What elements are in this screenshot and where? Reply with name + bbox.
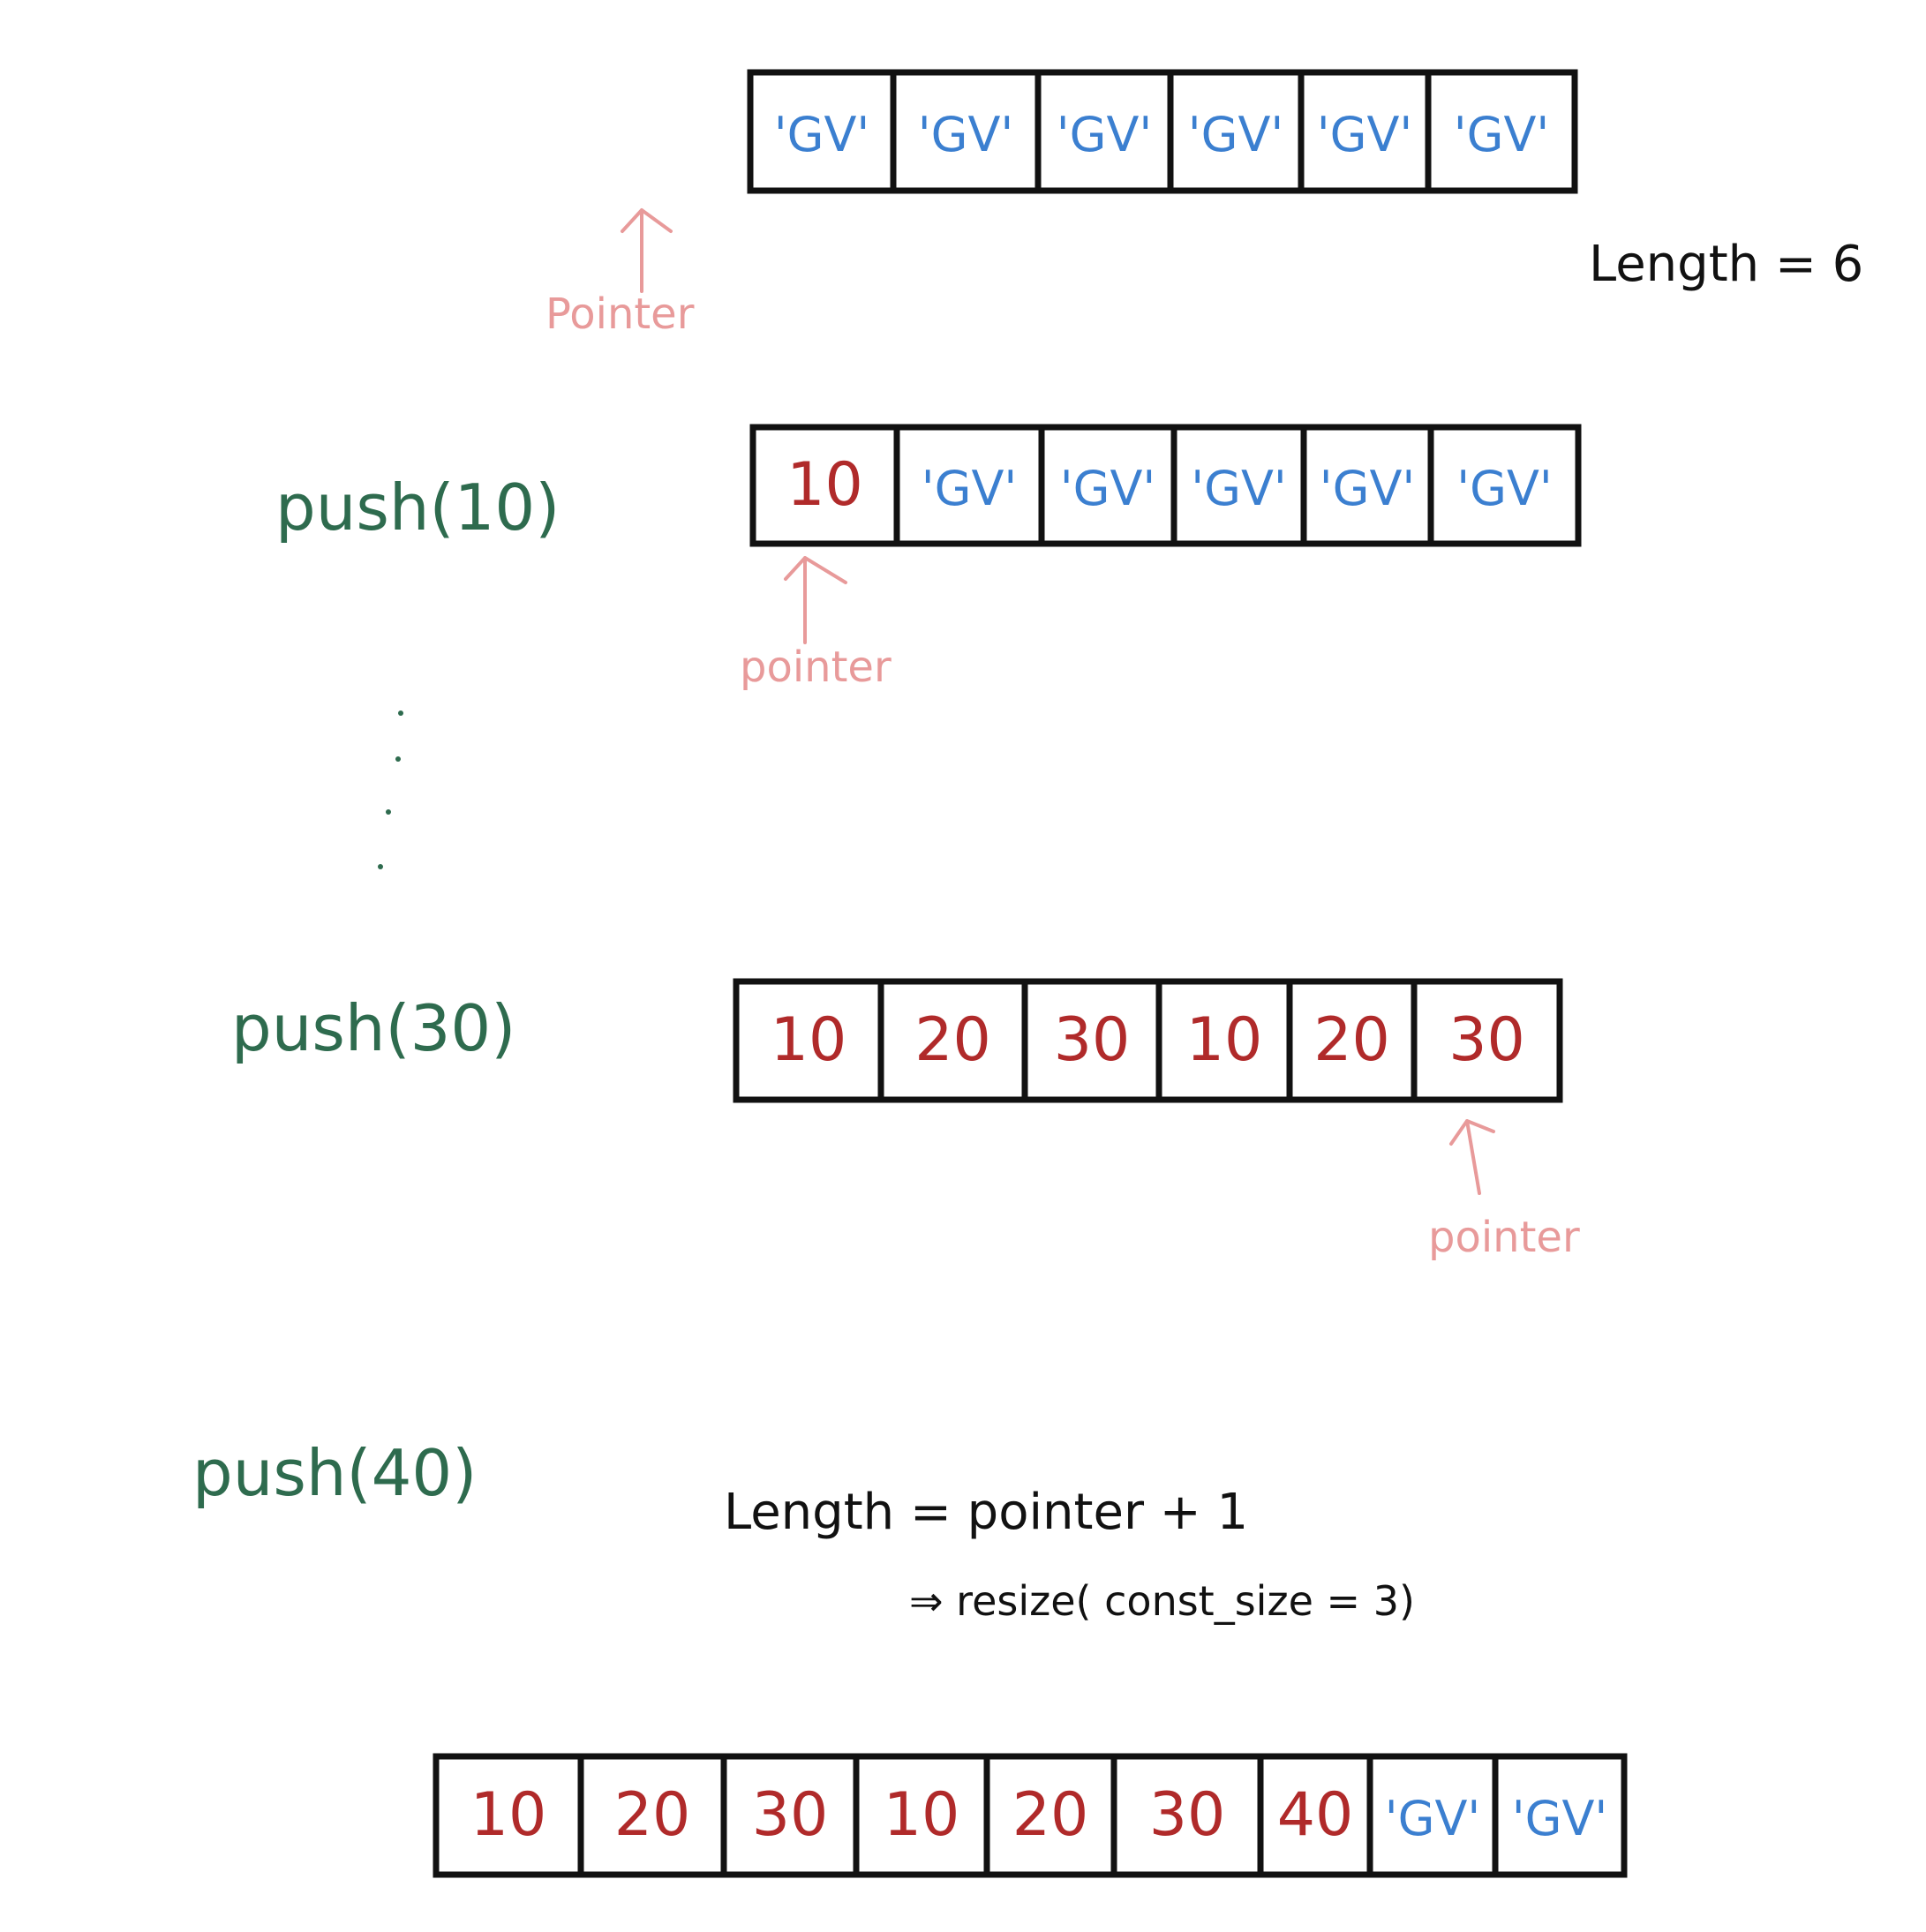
cell-garbage-value: 'GV': [1320, 461, 1415, 516]
cell-value: 30: [1149, 1780, 1226, 1850]
pointer-label-initial: Pointer: [545, 289, 695, 339]
cell-garbage-value: 'GV': [774, 107, 869, 162]
cell-value: 40: [1277, 1780, 1354, 1850]
cell-value: 20: [914, 1005, 991, 1075]
cell-garbage-value: 'GV': [1057, 107, 1152, 162]
cell-value: 30: [1054, 1005, 1131, 1075]
cell-value: 30: [1448, 1005, 1525, 1075]
cell-garbage-value: 'GV': [1317, 107, 1412, 162]
array-after-push-10: 10 'GV' 'GV' 'GV' 'GV' 'GV': [749, 424, 1582, 547]
cell-garbage-value: 'GV': [1191, 461, 1286, 516]
array-initial: 'GV' 'GV' 'GV' 'GV' 'GV' 'GV': [747, 69, 1578, 194]
cell-garbage-value: 'GV': [1188, 107, 1283, 162]
pointer-label-after-push-10: pointer: [740, 643, 892, 692]
cell-garbage-value: 'GV': [1512, 1791, 1607, 1846]
cell-garbage-value: 'GV': [922, 461, 1017, 516]
cell-garbage-value: 'GV': [918, 107, 1013, 162]
array-frame: [747, 69, 1578, 194]
operation-push-10: push(10): [275, 470, 560, 545]
cell-garbage-value: 'GV': [1060, 461, 1155, 516]
cell-value: 10: [884, 1780, 960, 1850]
array-frame: [433, 1753, 1628, 1878]
array-frame: [733, 978, 1563, 1103]
array-after-push-30: 10 20 30 10 20 30: [733, 978, 1563, 1103]
array-frame: [749, 424, 1582, 547]
cell-value: 20: [614, 1780, 691, 1850]
operation-push-40: push(40): [192, 1436, 477, 1510]
pointer-arrow-initial: [621, 208, 673, 293]
cell-value: 30: [752, 1780, 829, 1850]
cell-garbage-value: 'GV': [1454, 107, 1549, 162]
resize-condition: Length = pointer + 1: [724, 1484, 1248, 1541]
resize-action: ⇒ resize( const_size = 3): [909, 1577, 1415, 1625]
pointer-arrow-after-push-10: [784, 556, 847, 644]
operation-push-30: push(30): [231, 991, 515, 1065]
cell-value: 10: [771, 1005, 847, 1075]
ellipsis-dots: [378, 710, 403, 869]
cell-value: 20: [1012, 1780, 1089, 1850]
length-note: Length = 6: [1589, 236, 1863, 293]
array-after-resize-push-40: 10 20 30 10 20 30 40 'GV' 'GV': [433, 1753, 1628, 1878]
cell-garbage-value: 'GV': [1385, 1791, 1480, 1846]
cell-value: 10: [786, 450, 863, 520]
pointer-arrow-after-push-30: [1449, 1119, 1495, 1195]
cell-value: 10: [470, 1780, 547, 1850]
cell-garbage-value: 'GV': [1456, 461, 1552, 516]
cell-value: 10: [1186, 1005, 1263, 1075]
pointer-label-after-push-30: pointer: [1428, 1213, 1580, 1262]
cell-value: 20: [1313, 1005, 1390, 1075]
